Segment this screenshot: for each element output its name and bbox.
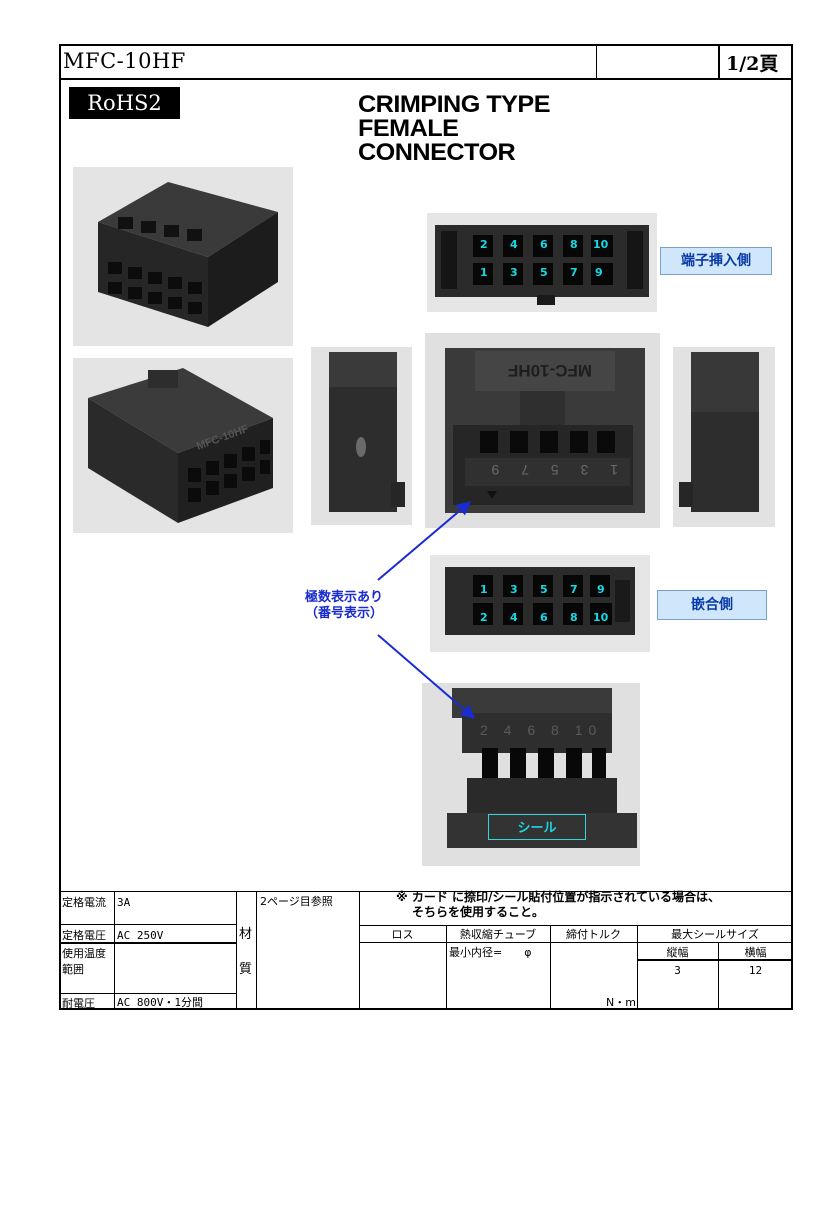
pin-number: 10 [593, 611, 609, 624]
pin-number: 9 [595, 266, 603, 279]
material-reference: 2ページ目参照 [260, 895, 333, 908]
table-line [637, 959, 793, 961]
torque-unit: N・m [606, 996, 636, 1009]
rated-current-value: 3A [117, 896, 131, 909]
table-line [114, 891, 115, 1009]
molded-model-text: MFC-10HF [507, 361, 593, 380]
note-line: ※ カード に捺印/シール貼付位置が指示されている場合は、 [396, 890, 721, 904]
title-line: CONNECTOR [358, 139, 516, 166]
table-line [59, 993, 236, 994]
pin-number: 1 [480, 583, 488, 596]
product-title: CRIMPING TYPE FEMALE CONNECTOR [358, 91, 551, 166]
table-line [550, 925, 551, 1009]
pin-number: 7 [570, 266, 578, 279]
pin-number: 8 [570, 611, 578, 624]
mating-side-label: 嵌合側 [657, 590, 767, 620]
rated-voltage-label: 定格電圧 [62, 929, 106, 942]
pin-number: 6 [540, 611, 548, 624]
title-line: FEMALE [358, 115, 459, 142]
seal-width-value: 12 [748, 964, 763, 977]
pin-number: 10 [593, 238, 609, 251]
rohs-badge: RoHS2 [69, 87, 180, 119]
spec-table-top-border [59, 891, 793, 892]
table-line [59, 924, 236, 925]
column-seal-size: 最大シールサイズ [671, 928, 759, 941]
connector-photo-front [425, 333, 660, 528]
pin-number: 6 [540, 238, 548, 251]
table-line [236, 891, 237, 1009]
column-torque: 締付トルク [566, 928, 621, 941]
material-label: 材 [239, 927, 253, 942]
rated-voltage-value: AC 250V [117, 929, 164, 942]
seal-label: シール [488, 814, 586, 840]
header-divider [59, 78, 793, 80]
withstand-label: 耐電圧 [62, 997, 95, 1010]
table-line [446, 925, 447, 1009]
pin-number: 4 [510, 238, 518, 251]
table-line [359, 925, 793, 926]
pin-marking-line: （番号表示） [304, 606, 383, 621]
temperature-label: 範囲 [62, 963, 84, 976]
pin-number: 7 [570, 583, 578, 596]
seal-width-label: 横幅 [744, 946, 767, 959]
document-frame [59, 44, 793, 1010]
connector-photo-isometric-top [73, 167, 293, 346]
pin-number: 4 [510, 611, 518, 624]
pin-number: 3 [510, 266, 518, 279]
molded-pin-numbers: 2 4 6 8 10 [480, 722, 603, 738]
pin-number: 5 [540, 583, 548, 596]
column-loss: ロス [391, 928, 414, 941]
title-line: CRIMPING TYPE [358, 91, 551, 118]
seal-label-text: シール [517, 821, 557, 836]
pin-number: 2 [480, 611, 488, 624]
connector-photo-left-side [311, 347, 412, 525]
pin-marking-label: 極数表示あり （番号表示） [299, 590, 389, 622]
pin-number: 5 [540, 266, 548, 279]
terminal-side-label: 端子挿入側 [660, 247, 772, 275]
seal-height-label: 縦幅 [666, 946, 689, 959]
header-cell-divider [718, 44, 720, 79]
material-label: 質 [239, 962, 253, 977]
pin-number-row: 2 4 6 8 10 [473, 238, 613, 256]
model-number: MFC-10HF [63, 49, 186, 73]
table-line [718, 942, 719, 1009]
pin-number: 9 [597, 583, 605, 596]
pin-number-row: 1 3 5 7 9 [473, 583, 613, 601]
pin-number: 8 [570, 238, 578, 251]
table-line [59, 942, 236, 944]
table-line [637, 925, 638, 1009]
molded-pin-numbers: 1 3 5 7 9 [482, 462, 619, 478]
column-tube: 熱収縮チューブ [459, 928, 537, 941]
tube-min-diameter: 最小内径= φ [449, 946, 532, 959]
table-line [359, 891, 360, 1009]
connector-photo-isometric-front: MFC-10HF [73, 358, 293, 533]
seal-height-value: 3 [674, 964, 681, 977]
connector-photo-right-side [673, 347, 775, 527]
table-line [359, 942, 793, 943]
connector-photo-terminal-side [427, 213, 657, 312]
pin-marking-line: 極数表示あり [304, 590, 383, 605]
pin-number: 1 [480, 266, 488, 279]
withstand-value: AC 800V・1分間 [117, 996, 203, 1009]
note-line: そちらを使用すること。 [412, 905, 545, 919]
rated-current-label: 定格電流 [62, 896, 106, 909]
temperature-label: 使用温度 [62, 947, 106, 960]
pin-number-row: 1 3 5 7 9 [473, 266, 613, 284]
pin-number: 2 [480, 238, 488, 251]
pin-number-row: 2 4 6 8 10 [473, 611, 613, 629]
marking-note: ※ カード に捺印/シール貼付位置が指示されている場合は、 そちらを使用すること… [396, 890, 720, 920]
connector-photo-mating-side [430, 555, 650, 652]
header-cell-divider [596, 44, 597, 79]
table-line [256, 891, 257, 1009]
page-number: 1/2頁 [726, 53, 779, 75]
pin-number: 3 [510, 583, 518, 596]
